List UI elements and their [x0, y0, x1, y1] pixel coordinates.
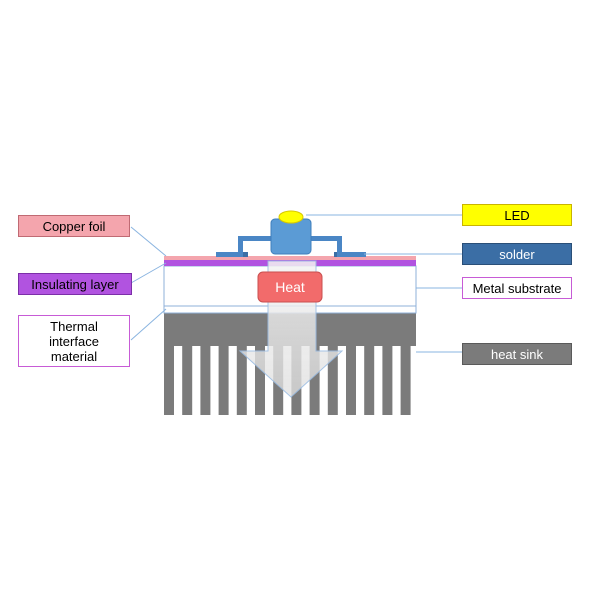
solder-label: solder: [462, 243, 572, 265]
heat-sink-fin: [400, 346, 411, 415]
led-package: [270, 218, 312, 255]
heat-sink-fin: [200, 346, 211, 415]
heat-sink-fin: [309, 346, 320, 415]
heat-sink-fin: [164, 346, 174, 415]
thermal-interface-label: Thermal interface material: [18, 315, 130, 367]
heat-sink-fin: [255, 346, 265, 415]
heat-sink-label: heat sink: [462, 343, 572, 365]
thermal-interface-line2: interface: [49, 333, 99, 349]
copper-foil-label: Copper foil: [18, 215, 130, 237]
lead-frame-left: [216, 236, 274, 257]
heat-sink-fin: [236, 346, 247, 415]
heat-label: Heat: [275, 279, 305, 295]
copper-foil: [164, 256, 416, 260]
heat-sink-fin: [327, 346, 338, 415]
insulating-layer-label: Insulating layer: [18, 273, 132, 295]
metal-substrate-label: Metal substrate: [462, 277, 572, 299]
heat-sink-fin: [364, 346, 375, 415]
heat-sink-fin: [218, 346, 229, 415]
led-label: LED: [462, 204, 572, 226]
heat-sink-fin: [346, 346, 356, 415]
leader-lines: [130, 214, 462, 353]
thermal-interface-line1: Thermal: [50, 318, 98, 334]
thermal-interface-line3: material: [50, 348, 98, 364]
led-chip: [278, 210, 304, 224]
heat-box: [257, 271, 323, 303]
heat-sink-fin: [382, 346, 393, 415]
lead-frame-right: [306, 236, 366, 257]
heat-sink-fin: [182, 346, 193, 415]
